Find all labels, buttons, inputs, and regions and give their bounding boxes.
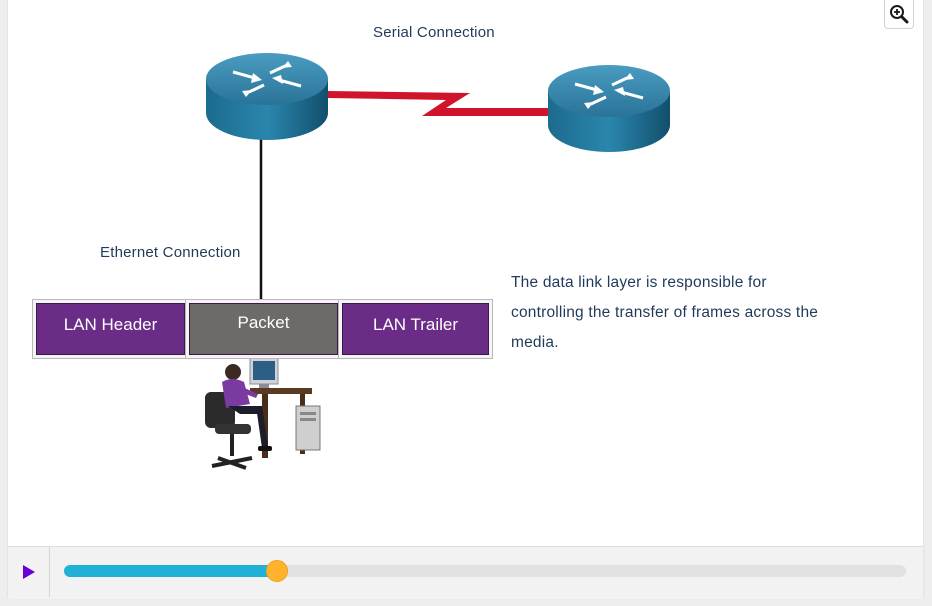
packet-label: Packet <box>189 303 338 355</box>
zoom-in-icon <box>890 5 909 24</box>
ethernet-connection-label: Ethernet Connection <box>100 244 241 261</box>
diagram-stage: Serial Connection Ethernet Connection LA… <box>32 0 914 470</box>
frame-lan-trailer: LAN Trailer <box>338 299 493 359</box>
zoom-in-button[interactable] <box>884 0 914 29</box>
play-icon <box>22 565 35 579</box>
lan-trailer-label: LAN Trailer <box>342 303 489 355</box>
description-text: The data link layer is responsible for c… <box>511 274 819 351</box>
play-button[interactable] <box>8 547 50 597</box>
progress-fill <box>64 565 278 577</box>
lan-header-label: LAN Header <box>36 303 185 355</box>
frame-lan-header: LAN Header <box>32 299 189 359</box>
router-left-icon <box>206 53 328 140</box>
progress-thumb[interactable] <box>266 560 289 582</box>
network-diagram <box>205 53 670 470</box>
progress-slider[interactable] <box>64 560 906 582</box>
serial-link <box>328 91 552 116</box>
media-control-bar <box>8 546 923 599</box>
router-right-icon <box>548 65 670 152</box>
serial-connection-label: Serial Connection <box>373 24 495 41</box>
user-workstation-icon <box>205 357 321 470</box>
frame-packet: Packet <box>185 299 342 359</box>
